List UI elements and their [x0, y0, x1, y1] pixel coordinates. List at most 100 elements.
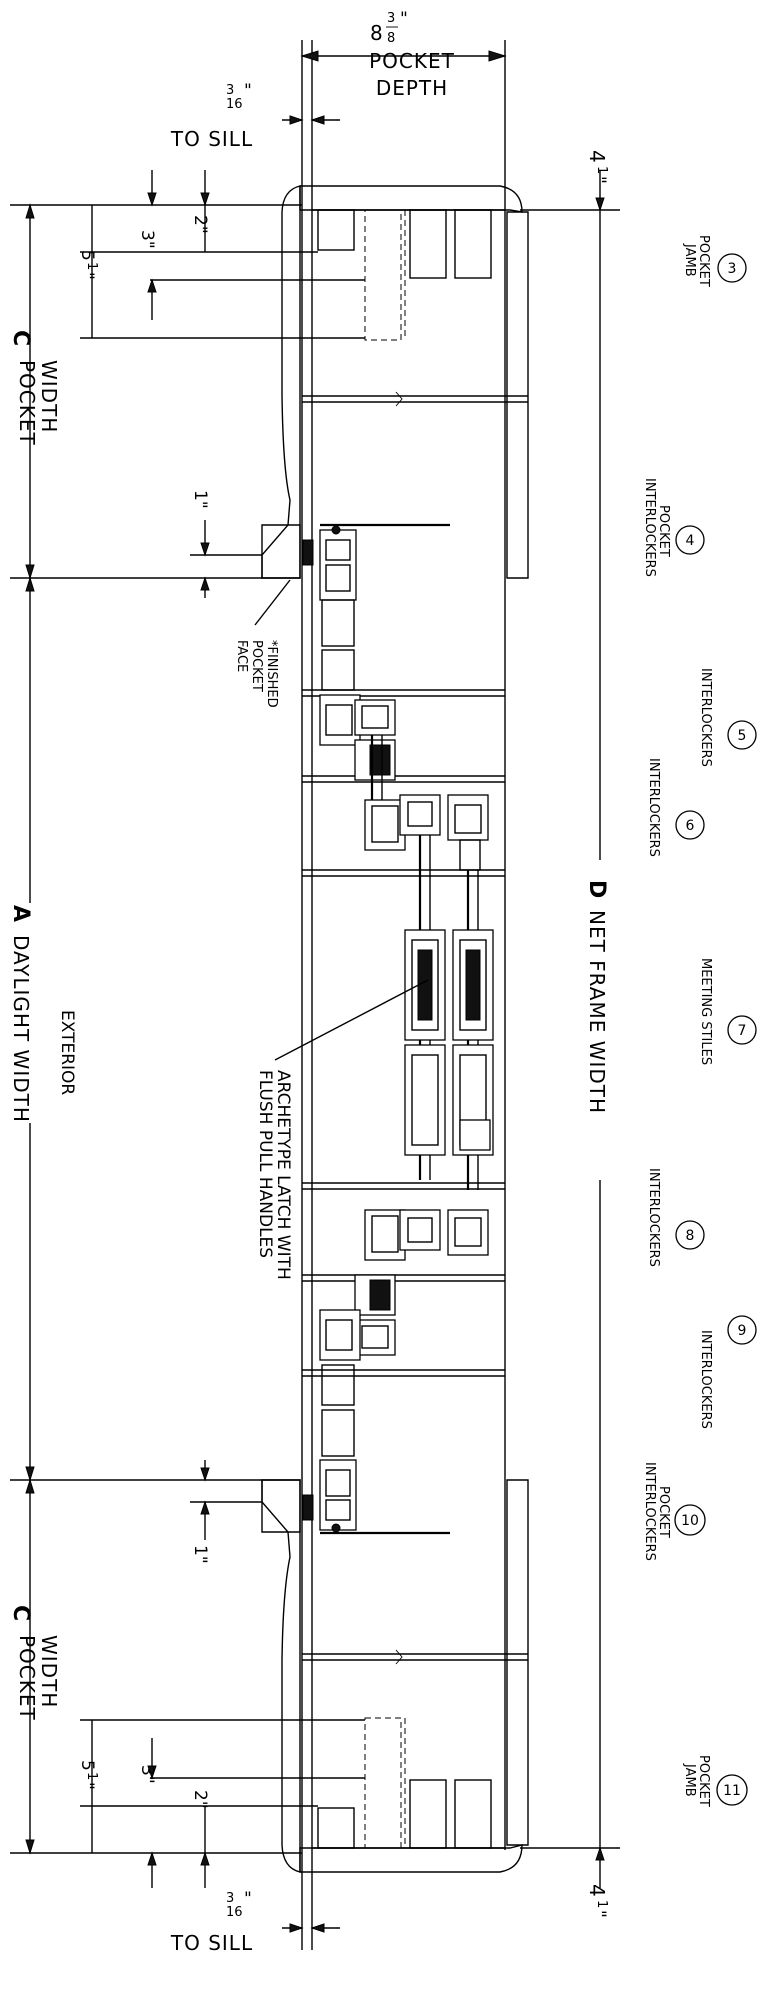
svg-text:JAMB: JAMB [682, 1763, 697, 1797]
svg-text:8: 8 [387, 31, 395, 46]
svg-text:C: C [8, 330, 33, 346]
wall-section-left [261, 185, 301, 1873]
svg-text:3": 3" [137, 1765, 157, 1784]
svg-text:": " [244, 1889, 252, 1909]
svg-text:WIDTH: WIDTH [37, 1635, 61, 1708]
svg-text:TO SILL: TO SILL [170, 127, 253, 151]
svg-text:3: 3 [226, 1891, 234, 1906]
svg-text:A: A [8, 905, 33, 922]
pocket-jamb-bottom [317, 1717, 492, 1849]
to-sill-label-top: 3 16 " TO SILL [170, 81, 253, 151]
svg-text:ARCHETYPE LATCH WITH: ARCHETYPE LATCH WITH [273, 1070, 293, 1280]
wall-section-top [299, 185, 523, 1873]
svg-text:16: 16 [226, 97, 243, 112]
svg-text:6: 6 [686, 818, 695, 834]
svg-text:DAYLIGHT WIDTH: DAYLIGHT WIDTH [9, 935, 33, 1123]
finished-pocket-face-label: *FINISHED POCKET FACE [234, 640, 279, 708]
svg-text:2": 2" [190, 1790, 210, 1809]
panel-profiles [302, 523, 494, 1535]
svg-text:": " [589, 176, 609, 184]
svg-text:16: 16 [226, 1905, 243, 1920]
right-margin-label-bottom: 4 1 " [585, 1884, 609, 1918]
latch-leader [274, 979, 429, 1061]
svg-text:POCKET: POCKET [15, 360, 39, 446]
svg-text:INTERLOCKERS: INTERLOCKERS [698, 1330, 713, 1429]
svg-text:9: 9 [738, 1323, 747, 1339]
svg-text:POCKET: POCKET [249, 640, 264, 692]
dim-1in-bottom: 1" [190, 1545, 210, 1564]
svg-text:POCKET: POCKET [656, 1486, 671, 1538]
svg-text:": " [244, 81, 252, 101]
dimension-chains [25, 170, 605, 1888]
dim-5half-top: 5 1 " [77, 250, 99, 280]
svg-text:POCKET: POCKET [696, 1755, 711, 1807]
svg-text:8: 8 [686, 1228, 695, 1244]
dim-2in-bottom: 2" [190, 1790, 210, 1809]
svg-text:1": 1" [190, 490, 210, 509]
svg-text:": " [589, 1910, 609, 1918]
svg-text:FLUSH PULL HANDLES: FLUSH PULL HANDLES [255, 1070, 275, 1258]
svg-text:POCKET: POCKET [369, 49, 455, 73]
svg-text:7: 7 [738, 1023, 747, 1039]
pocket-width-label-top: C POCKET WIDTH [8, 330, 61, 446]
callout-11: 11 POCKET JAMB [682, 1755, 748, 1807]
pocket-depth-dimension [300, 50, 507, 62]
svg-text:INTERLOCKERS: INTERLOCKERS [646, 1168, 661, 1267]
dim-2in-top: 2" [190, 215, 210, 234]
callout-7: 7 MEETING STILES [698, 958, 757, 1065]
svg-text:JAMB: JAMB [682, 243, 697, 277]
svg-text:3": 3" [137, 230, 157, 249]
svg-text:1: 1 [84, 262, 99, 270]
right-margin-label-top: 4 1 " [585, 150, 609, 184]
svg-text:C: C [8, 1605, 33, 1621]
pocket-width-label-bottom: C POCKET WIDTH [8, 1605, 61, 1721]
dim-3in-top: 3" [137, 230, 157, 249]
net-frame-width-label: D NET FRAME WIDTH [582, 878, 612, 1128]
svg-text:1": 1" [190, 1545, 210, 1564]
dim-1in-top: 1" [190, 490, 210, 509]
svg-text:5: 5 [738, 728, 747, 744]
svg-text:1: 1 [84, 1772, 99, 1780]
svg-text:8: 8 [370, 21, 384, 45]
svg-text:3: 3 [728, 261, 737, 277]
to-sill-label-bottom: 3 16 " TO SILL [170, 1889, 252, 1955]
svg-text:1: 1 [594, 1900, 609, 1908]
svg-text:FACE: FACE [234, 640, 249, 672]
svg-text:": " [77, 272, 97, 280]
svg-text:4: 4 [686, 533, 695, 549]
pocket-jamb-top [317, 209, 492, 341]
to-sill-dimension-bottom [282, 1923, 340, 1933]
svg-text:11: 11 [723, 1783, 741, 1799]
extension-lines [10, 204, 620, 1854]
svg-text:NET FRAME WIDTH: NET FRAME WIDTH [585, 910, 609, 1114]
svg-text:3: 3 [226, 83, 234, 98]
svg-text:1: 1 [594, 166, 609, 174]
dim-5half-bottom: 5 1 " [77, 1760, 99, 1790]
svg-text:5: 5 [77, 1760, 97, 1771]
callout-6: 6 INTERLOCKERS [646, 758, 705, 857]
wall-section-right [506, 211, 529, 1846]
svg-text:POCKET: POCKET [696, 235, 711, 287]
callout-3: 3 POCKET JAMB [682, 235, 747, 287]
exterior-label: EXTERIOR [57, 1010, 77, 1095]
svg-text:INTERLOCKERS: INTERLOCKERS [642, 1462, 657, 1561]
callout-8: 8 INTERLOCKERS [646, 1168, 705, 1267]
svg-text:4: 4 [585, 1884, 609, 1898]
callout-4: 4 POCKET INTERLOCKERS [642, 478, 705, 577]
svg-text:POCKET: POCKET [656, 505, 671, 557]
pocket-depth-label: 8 3 8 " POCKET DEPTH [369, 9, 455, 100]
svg-text:INTERLOCKERS: INTERLOCKERS [646, 758, 661, 857]
callout-9: 9 INTERLOCKERS [698, 1315, 757, 1429]
finished-pocket-leader [254, 579, 291, 626]
svg-text:": " [77, 1782, 97, 1790]
svg-text:2": 2" [190, 215, 210, 234]
svg-text:": " [400, 9, 408, 29]
svg-text:10: 10 [681, 1513, 699, 1529]
svg-text:D: D [584, 880, 609, 898]
svg-text:EXTERIOR: EXTERIOR [57, 1010, 77, 1095]
to-sill-dimension-top [282, 115, 340, 125]
svg-text:5: 5 [77, 250, 97, 261]
callout-5: 5 INTERLOCKERS [698, 668, 757, 767]
